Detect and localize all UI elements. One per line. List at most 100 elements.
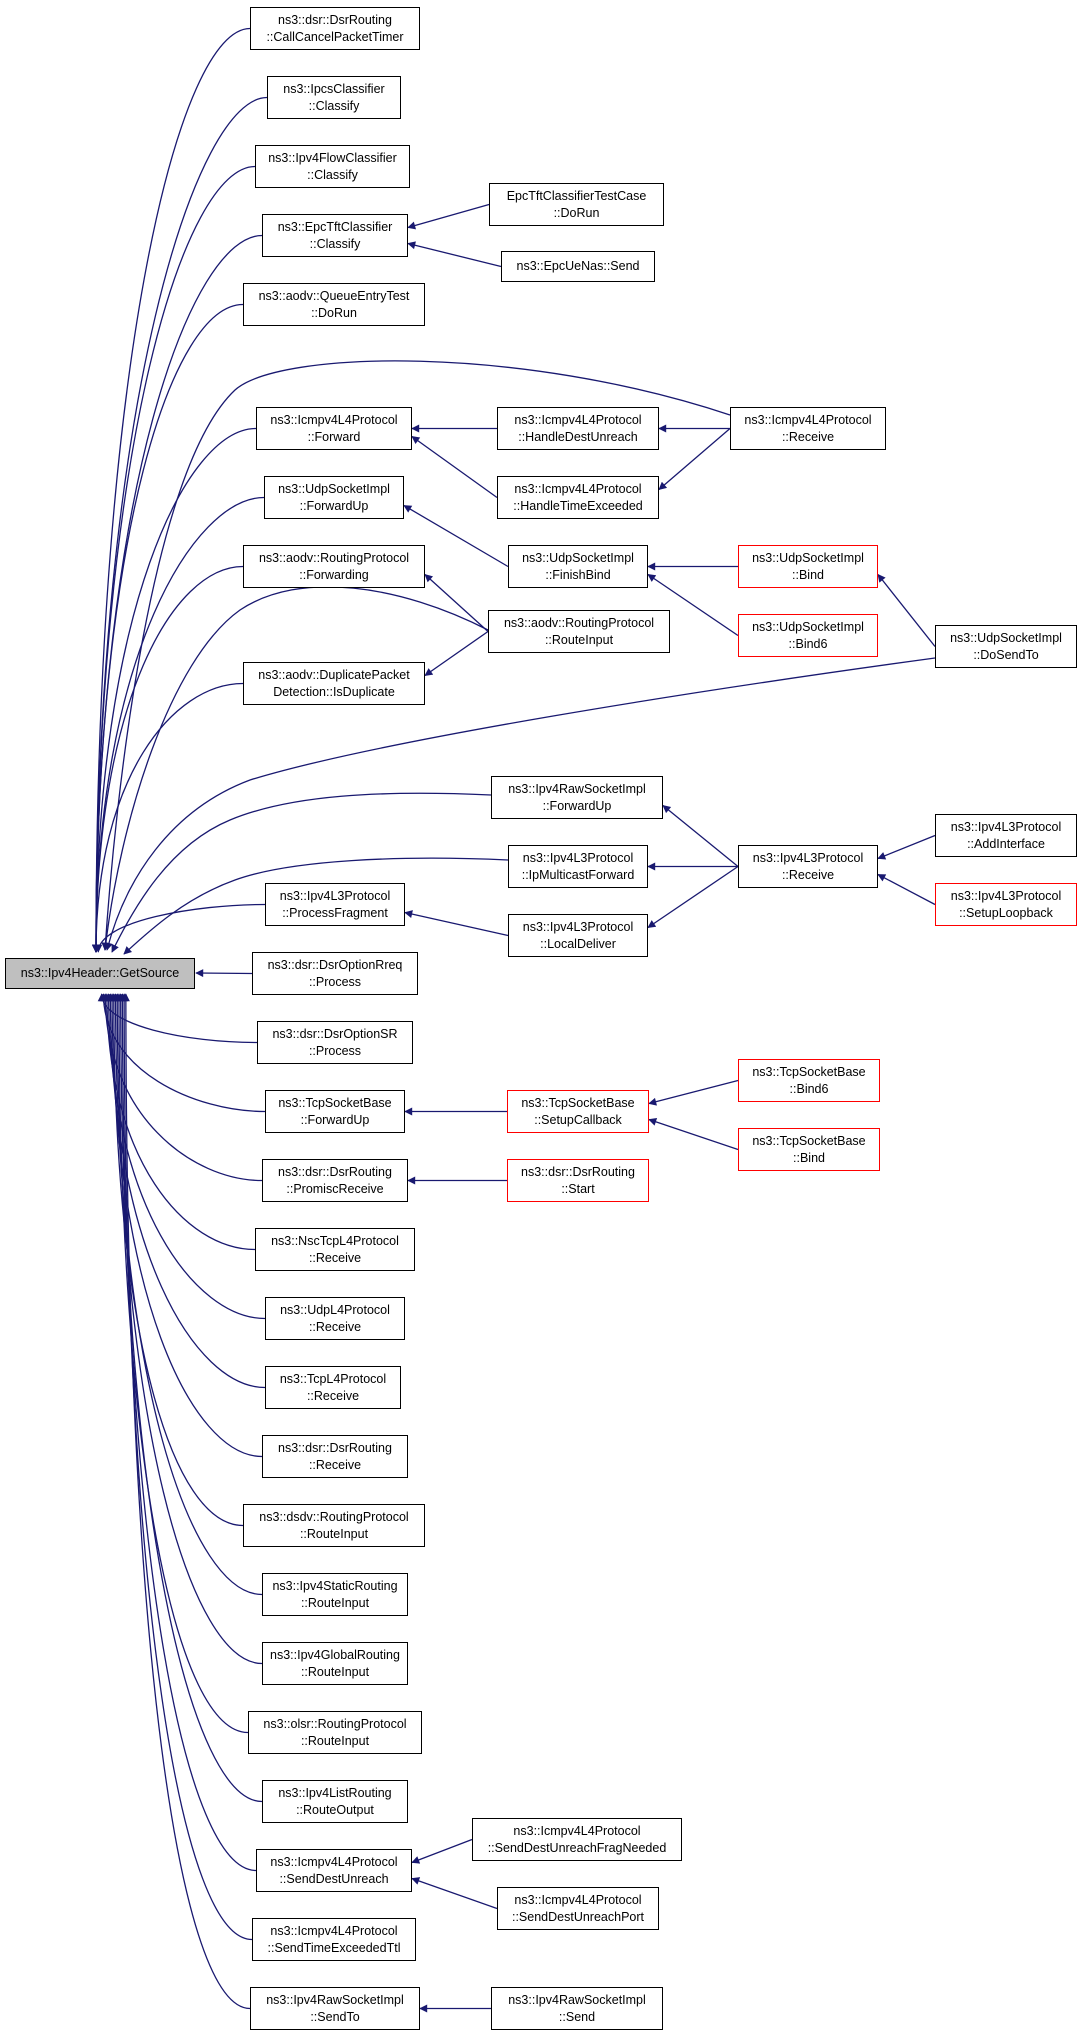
edge-n10-to-root xyxy=(111,792,492,953)
node-label-line: ::Bind6 xyxy=(788,636,828,651)
node-label-line: ::RouteInput xyxy=(300,1733,370,1748)
graph-node-n7[interactable]: ns3::UdpSocketImpl::ForwardUp xyxy=(264,476,404,519)
node-label-line: ns3::dsr::DsrRouting xyxy=(278,1440,392,1455)
node-label-line: ::Receive xyxy=(308,1457,362,1472)
graph-node-n5[interactable]: ns3::aodv::QueueEntryTest::DoRun xyxy=(243,283,425,326)
edge-n8-to-root xyxy=(92,565,244,953)
graph-node-n7d[interactable]: ns3::UdpSocketImpl::DoSendTo xyxy=(935,625,1077,668)
node-label-line: ns3::Icmpv4L4Protocol xyxy=(514,1892,642,1907)
node-label-line: ::SendTimeExceededTtl xyxy=(267,1940,401,1955)
graph-node-n28a[interactable]: ns3::Ipv4RawSocketImpl::Send xyxy=(491,1987,663,2030)
graph-node-n16[interactable]: ns3::dsr::DsrRouting::PromiscReceive xyxy=(262,1159,408,1202)
graph-node-n13[interactable]: ns3::dsr::DsrOptionRreq::Process xyxy=(252,952,418,995)
node-label-line: ns3::Ipv4L3Protocol xyxy=(522,919,634,934)
graph-node-n20[interactable]: ns3::dsr::DsrRouting::Receive xyxy=(262,1435,408,1478)
node-label-line: ::SendDestUnreachPort xyxy=(511,1909,644,1924)
edge-n7d-to-n7b xyxy=(877,573,936,647)
edge-n4b-to-n4 xyxy=(407,241,502,268)
node-label-line: ns3::UdpSocketImpl xyxy=(278,481,390,496)
graph-node-n12[interactable]: ns3::Ipv4L3Protocol::ProcessFragment xyxy=(265,883,405,926)
graph-node-n15[interactable]: ns3::TcpSocketBase::ForwardUp xyxy=(265,1090,405,1133)
graph-node-n4b[interactable]: ns3::EpcUeNas::Send xyxy=(501,251,655,282)
edge-n28-to-root xyxy=(121,993,251,2010)
graph-node-n10[interactable]: ns3::Ipv4RawSocketImpl::ForwardUp xyxy=(491,776,663,819)
graph-node-n19[interactable]: ns3::TcpL4Protocol::Receive xyxy=(265,1366,401,1409)
node-label-line: ::FinishBind xyxy=(545,567,611,582)
node-label-line: ::HandleTimeExceeded xyxy=(513,498,643,513)
edge-n11b-to-n11a xyxy=(877,834,936,860)
node-label-line: ns3::aodv::RoutingProtocol xyxy=(503,615,655,630)
node-label-line: ns3::aodv::RoutingProtocol xyxy=(258,550,410,565)
node-label-line: ns3::Ipv4Header::GetSource xyxy=(20,966,180,980)
graph-node-n2[interactable]: ns3::IpcsClassifier::Classify xyxy=(267,76,401,119)
node-label-line: ::SendTo xyxy=(310,2009,360,2024)
graph-node-n17[interactable]: ns3::NscTcpL4Protocol::Receive xyxy=(255,1228,415,1271)
node-label-line: ns3::olsr::RoutingProtocol xyxy=(263,1716,407,1731)
edge-n14-to-root xyxy=(97,993,258,1044)
edge-n4-to-root xyxy=(92,234,263,953)
graph-node-n23[interactable]: ns3::Ipv4GlobalRouting::RouteInput xyxy=(262,1642,408,1685)
graph-node-n6b[interactable]: ns3::Icmpv4L4Protocol::HandleTimeExceede… xyxy=(497,476,659,519)
graph-node-n6c[interactable]: ns3::Icmpv4L4Protocol::Receive xyxy=(730,407,886,450)
edge-n6c-to-root xyxy=(101,360,731,951)
node-label-line: ::AddInterface xyxy=(967,836,1045,851)
graph-node-n6a[interactable]: ns3::Icmpv4L4Protocol::HandleDestUnreach xyxy=(497,407,659,450)
graph-node-n11a[interactable]: ns3::Ipv4L3Protocol::Receive xyxy=(738,845,878,888)
graph-node-n26a[interactable]: ns3::Icmpv4L4Protocol::SendDestUnreachFr… xyxy=(472,1818,682,1861)
graph-node-n22[interactable]: ns3::Ipv4StaticRouting::RouteInput xyxy=(262,1573,408,1616)
node-label-line: ns3::Ipv4StaticRouting xyxy=(272,1578,398,1593)
graph-node-n3[interactable]: ns3::Ipv4FlowClassifier::Classify xyxy=(255,145,410,188)
graph-node-n4a[interactable]: EpcTftClassifierTestCase::DoRun xyxy=(489,183,664,226)
graph-node-n7a[interactable]: ns3::UdpSocketImpl::FinishBind xyxy=(508,545,648,588)
edge-n6b-to-n6 xyxy=(411,435,498,499)
node-label-line: ns3::dsr::DsrOptionSR xyxy=(272,1026,398,1041)
graph-node-n21[interactable]: ns3::dsdv::RoutingProtocol::RouteInput xyxy=(243,1504,425,1547)
graph-node-n15c[interactable]: ns3::TcpSocketBase::Bind xyxy=(738,1128,880,1171)
node-label-line: ns3::EpcTftClassifier xyxy=(277,219,393,234)
node-label-line: ns3::Ipv4L3Protocol xyxy=(279,888,391,903)
edge-n7-to-root xyxy=(92,496,265,953)
graph-node-n1[interactable]: ns3::dsr::DsrRouting::CallCancelPacketTi… xyxy=(250,7,420,50)
graph-node-n7c[interactable]: ns3::UdpSocketImpl::Bind6 xyxy=(738,614,878,657)
edge-n7d-to-root xyxy=(104,657,936,951)
graph-node-n8[interactable]: ns3::aodv::RoutingProtocol::Forwarding xyxy=(243,545,425,588)
graph-node-n4[interactable]: ns3::EpcTftClassifier::Classify xyxy=(262,214,408,257)
node-label-line: ns3::Icmpv4L4Protocol xyxy=(744,412,872,427)
graph-node-n11[interactable]: ns3::Ipv4L3Protocol::IpMulticastForward xyxy=(508,845,648,888)
graph-node-n15b[interactable]: ns3::TcpSocketBase::Bind6 xyxy=(738,1059,880,1102)
node-label-line: ::Start xyxy=(561,1181,595,1196)
graph-node-n6[interactable]: ns3::Icmpv4L4Protocol::Forward xyxy=(256,407,412,450)
graph-node-n26[interactable]: ns3::Icmpv4L4Protocol::SendDestUnreach xyxy=(256,1849,412,1892)
graph-node-n15a[interactable]: ns3::TcpSocketBase::SetupCallback xyxy=(507,1090,649,1133)
graph-node-n7b[interactable]: ns3::UdpSocketImpl::Bind xyxy=(738,545,878,588)
graph-node-n27[interactable]: ns3::Icmpv4L4Protocol::SendTimeExceededT… xyxy=(252,1918,416,1961)
node-label-line: ns3::aodv::QueueEntryTest xyxy=(258,288,410,303)
edge-n6c-to-n6b xyxy=(658,428,731,491)
node-label-line: ns3::IpcsClassifier xyxy=(283,81,385,96)
graph-node-n11b[interactable]: ns3::Ipv4L3Protocol::AddInterface xyxy=(935,814,1077,857)
graph-node-n11c[interactable]: ns3::Ipv4L3Protocol::SetupLoopback xyxy=(935,883,1077,926)
graph-node-n24[interactable]: ns3::olsr::RoutingProtocol::RouteInput xyxy=(248,1711,422,1754)
graph-node-n16a[interactable]: ns3::dsr::DsrRouting::Start xyxy=(507,1159,649,1202)
graph-node-n12a[interactable]: ns3::Ipv4L3Protocol::LocalDeliver xyxy=(508,914,648,957)
graph-node-n28[interactable]: ns3::Ipv4RawSocketImpl::SendTo xyxy=(250,1987,420,2030)
edge-n6-to-root xyxy=(92,427,257,953)
node-label-line: ::ForwardUp xyxy=(299,498,369,513)
node-label-line: ns3::dsr::DsrOptionRreq xyxy=(267,957,403,972)
node-label-line: EpcTftClassifierTestCase xyxy=(506,188,647,203)
graph-node-n8a[interactable]: ns3::aodv::RoutingProtocol::RouteInput xyxy=(488,610,670,653)
graph-node-n26b[interactable]: ns3::Icmpv4L4Protocol::SendDestUnreachPo… xyxy=(497,1887,659,1930)
node-label-line: ns3::TcpSocketBase xyxy=(521,1095,635,1110)
graph-node-n25[interactable]: ns3::Ipv4ListRouting::RouteOutput xyxy=(262,1780,408,1823)
node-label-line: ns3::dsr::DsrRouting xyxy=(278,1164,392,1179)
node-label-line: ::Receive xyxy=(781,429,835,444)
graph-node-n18[interactable]: ns3::UdpL4Protocol::Receive xyxy=(265,1297,405,1340)
edge-n7a-to-n7 xyxy=(403,504,509,568)
edge-n15-to-root xyxy=(99,993,266,1113)
node-label-line: ::ForwardUp xyxy=(542,798,612,813)
edge-n8a-to-root xyxy=(101,586,489,951)
node-label-line: ::RouteOutput xyxy=(296,1802,374,1817)
graph-node-n14[interactable]: ns3::dsr::DsrOptionSR::Process xyxy=(257,1021,413,1064)
